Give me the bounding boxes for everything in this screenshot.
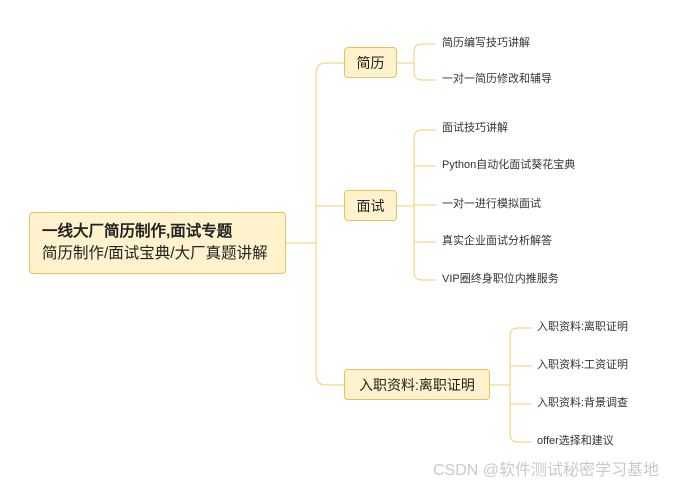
leaf-onboarding-offer[interactable]: offer选择和建议 — [537, 435, 614, 447]
connector-root-resume — [286, 62, 344, 244]
branch-onboarding-label: 入职资料:离职证明 — [359, 376, 475, 393]
leaf-onboarding-resignation[interactable]: 入职资料:离职证明 — [537, 321, 629, 333]
connector-root-onboarding — [315, 243, 344, 386]
leaf-interview-analysis[interactable]: 真实企业面试分析解答 — [442, 235, 552, 247]
connector-root-interview — [286, 205, 344, 244]
connector-interview-leaves — [397, 129, 436, 281]
leaf-onboarding-background[interactable]: 入职资料:背景调查 — [537, 397, 629, 409]
leaf-interview-vip-referral[interactable]: VIP圈终身职位内推服务 — [442, 273, 559, 285]
leaf-interview-python-guide[interactable]: Python自动化面试葵花宝典 — [442, 159, 576, 171]
leaf-interview-mock[interactable]: 一对一进行模拟面试 — [442, 198, 541, 210]
watermark: CSDN @软件测试秘密学习基地 — [432, 462, 659, 479]
leaf-onboarding-salary[interactable]: 入职资料:工资证明 — [537, 359, 629, 371]
branch-onboarding[interactable]: 入职资料:离职证明 — [344, 369, 490, 400]
leaf-resume-coaching[interactable]: 一对一简历修改和辅导 — [442, 73, 552, 85]
root-node[interactable]: 一线大厂简历制作,面试专题 简历制作/面试宝典/大厂真题讲解 — [29, 212, 286, 274]
branch-interview-label: 面试 — [356, 197, 385, 214]
connector-onboarding-leaves — [490, 327, 532, 443]
leaf-interview-tips[interactable]: 面试技巧讲解 — [442, 122, 508, 134]
root-subtitle: 简历制作/面试宝典/大厂真题讲解 — [42, 245, 268, 262]
branch-resume-label: 简历 — [356, 54, 385, 71]
leaf-resume-tips[interactable]: 简历编写技巧讲解 — [442, 37, 530, 49]
root-title: 一线大厂简历制作,面试专题 — [42, 223, 233, 240]
branch-resume[interactable]: 简历 — [344, 47, 397, 78]
branch-interview[interactable]: 面试 — [344, 190, 397, 221]
connector-resume-leaves — [397, 43, 436, 81]
